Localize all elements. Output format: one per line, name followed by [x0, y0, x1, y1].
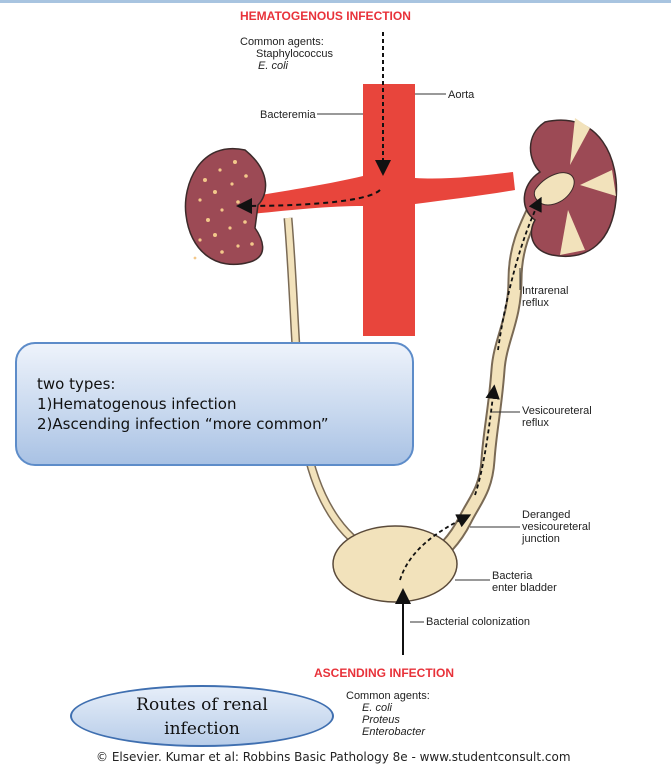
oval-line: Routes of renal: [72, 693, 332, 717]
agent-staphylococcus: Staphylococcus: [256, 48, 333, 60]
agent-proteus: Proteus: [362, 714, 400, 726]
types-callout: two types: 1)Hematogenous infection 2)As…: [15, 342, 414, 466]
label-intrarenal-reflux: reflux: [522, 297, 549, 309]
ascending-agents-heading: Common agents:: [346, 690, 430, 702]
label-bacteria: Bacteria: [492, 570, 532, 582]
agent-enterobacter: Enterobacter: [362, 726, 425, 738]
callout-line: two types:: [37, 374, 412, 394]
callout-line: 2)Ascending infection “more common”: [37, 414, 412, 434]
label-enter-bladder: enter bladder: [492, 582, 557, 594]
label-deranged-vesicoureteral: vesicoureteral: [522, 521, 590, 533]
hematogenous-title: HEMATOGENOUS INFECTION: [240, 9, 411, 23]
callout-line: 1)Hematogenous infection: [37, 394, 412, 414]
label-vesicoureteral: Vesicoureteral: [522, 405, 592, 417]
label-deranged: Deranged: [522, 509, 570, 521]
title-oval: Routes of renal infection: [70, 685, 334, 747]
bladder: [333, 526, 457, 602]
label-deranged-junction: junction: [522, 533, 560, 545]
label-intrarenal: Intrarenal: [522, 285, 568, 297]
ascending-title: ASCENDING INFECTION: [314, 666, 454, 680]
agent-e-coli-ascending: E. coli: [362, 702, 392, 714]
label-bacterial-colonization: Bacterial colonization: [426, 616, 530, 628]
right-ureter: [430, 180, 548, 560]
hematogenous-agents-heading: Common agents:: [240, 36, 324, 48]
right-kidney: [524, 118, 616, 256]
agent-e-coli: E. coli: [258, 60, 288, 72]
label-vesicoureteral-reflux: reflux: [522, 417, 549, 429]
copyright-footer: © Elsevier. Kumar et al: Robbins Basic P…: [96, 750, 571, 764]
oval-line: infection: [72, 717, 332, 741]
label-bacteremia: Bacteremia: [260, 109, 316, 121]
label-aorta: Aorta: [448, 89, 474, 101]
